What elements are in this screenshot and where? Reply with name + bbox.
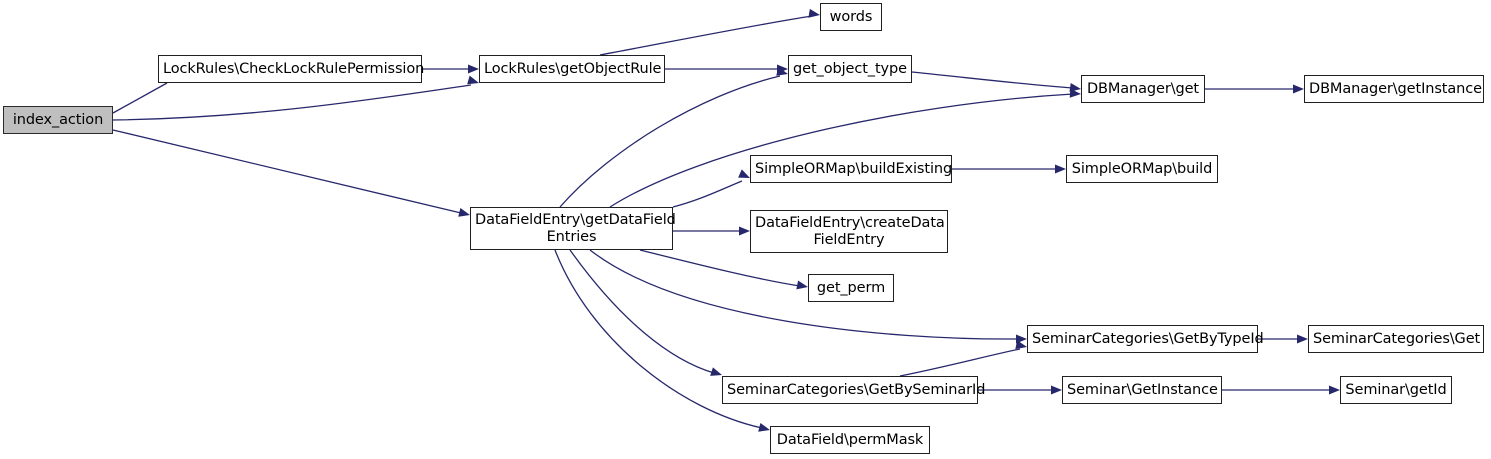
edge-arrowhead <box>1297 334 1308 344</box>
graph-node-seminarGetInstance[interactable]: Seminar\GetInstance <box>1062 376 1222 404</box>
graph-node-label: DataFieldEntry\createData FieldEntry <box>755 215 945 248</box>
graph-node-get_object_type[interactable]: get_object_type <box>788 55 912 83</box>
graph-node-getObjectRule[interactable]: LockRules\getObjectRule <box>479 55 665 83</box>
edge-arrowhead <box>1069 88 1081 98</box>
edge-arrowhead <box>1329 385 1340 395</box>
call-edge <box>559 75 781 208</box>
graph-node-get_perm[interactable]: get_perm <box>808 274 894 302</box>
graph-node-label: SimpleORMap\build <box>1071 160 1213 177</box>
edge-arrowhead <box>777 64 788 74</box>
graph-node-label: SeminarCategories\Get <box>1313 330 1481 347</box>
graph-node-dbmanager_get[interactable]: DBManager\get <box>1081 75 1205 103</box>
graph-node-label: SeminarCategories\GetByTypeId <box>1032 330 1264 347</box>
call-edge <box>599 15 813 56</box>
call-edge <box>112 84 472 121</box>
edge-arrowhead <box>1016 334 1027 344</box>
edge-arrowhead <box>1055 164 1066 174</box>
call-edge <box>112 129 462 214</box>
graph-node-label: DataFieldEntry\getDataField Entries <box>475 212 676 245</box>
call-edge <box>112 82 168 114</box>
edge-arrowhead <box>1069 83 1081 92</box>
call-edge <box>609 93 1074 208</box>
graph-node-getByTypeId[interactable]: SeminarCategories\GetByTypeId <box>1027 325 1264 353</box>
call-edge <box>899 348 1021 377</box>
call-edge <box>911 71 1074 89</box>
graph-node-getBySeminarId[interactable]: SeminarCategories\GetBySeminarId <box>722 376 986 404</box>
call-edge <box>569 249 715 374</box>
graph-node-permMask[interactable]: DataField\permMask <box>770 426 930 454</box>
graph-node-words[interactable]: words <box>820 3 882 31</box>
graph-node-label: SeminarCategories\GetBySeminarId <box>727 381 986 398</box>
graph-node-label: index_action <box>12 111 104 128</box>
graph-node-label: get_object_type <box>793 60 907 77</box>
graph-node-label: SimpleORMap\buildExisting <box>755 160 953 177</box>
call-edge <box>639 249 801 287</box>
graph-node-label: get_perm <box>816 279 886 296</box>
edge-arrowhead <box>808 8 820 18</box>
graph-node-label: DBManager\getInstance <box>1309 80 1482 97</box>
graph-node-build[interactable]: SimpleORMap\build <box>1066 155 1218 183</box>
graph-node-label: LockRules\getObjectRule <box>484 60 662 77</box>
graph-node-label: Seminar\getId <box>1345 381 1447 398</box>
graph-node-getDataFieldEntries[interactable]: DataFieldEntry\getDataField Entries <box>470 207 676 250</box>
graph-node-index_action[interactable]: index_action <box>3 106 113 134</box>
graph-node-label: Seminar\GetInstance <box>1067 381 1218 398</box>
graph-node-label: words <box>829 8 873 25</box>
call-edge <box>672 180 743 208</box>
graph-node-dbmanager_instance[interactable]: DBManager\getInstance <box>1304 75 1484 103</box>
graph-node-createDataFieldEntry[interactable]: DataFieldEntry\createData FieldEntry <box>750 210 948 253</box>
edge-arrowhead <box>1051 385 1062 395</box>
graph-node-seminarCategoriesGet[interactable]: SeminarCategories\Get <box>1308 325 1484 353</box>
edge-arrowhead <box>1293 84 1304 94</box>
graph-node-seminarGetId[interactable]: Seminar\getId <box>1340 376 1452 404</box>
edge-arrowhead <box>796 280 808 290</box>
graph-node-checkLockRule[interactable]: LockRules\CheckLockRulePermission <box>158 55 425 83</box>
graph-node-label: DBManager\get <box>1086 80 1200 97</box>
call-edge <box>589 249 1020 340</box>
graph-node-buildExisting[interactable]: SimpleORMap\buildExisting <box>750 155 952 183</box>
edge-arrowhead <box>739 226 750 236</box>
edge-arrowhead <box>468 64 479 74</box>
graph-node-label: DataField\permMask <box>776 431 924 448</box>
graph-node-label: LockRules\CheckLockRulePermission <box>163 60 425 77</box>
